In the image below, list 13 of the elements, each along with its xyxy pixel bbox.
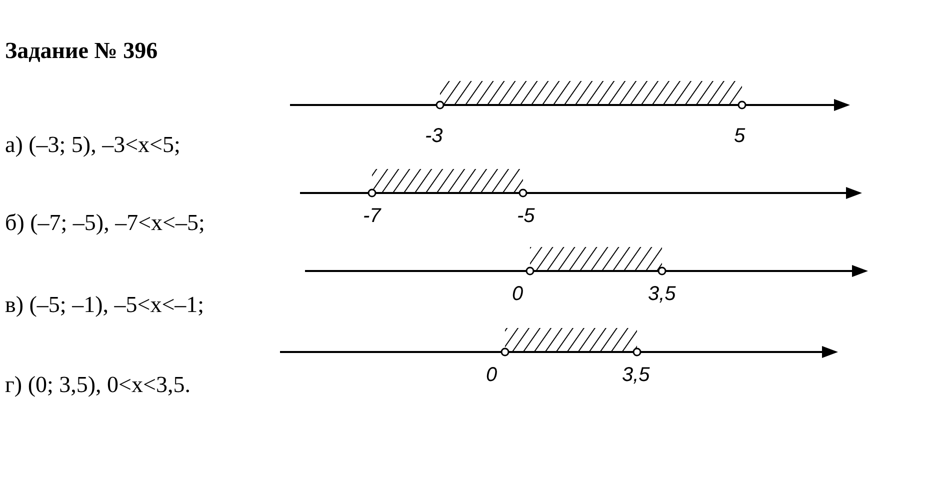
answer-line: а) (–3; 5), –3<x<5; xyxy=(5,132,180,158)
tick-label: 3,5 xyxy=(648,283,676,306)
tick-label: -5 xyxy=(517,205,535,228)
tick-label: -3 xyxy=(425,125,443,148)
answer-line: г) (0; 3,5), 0<x<3,5. xyxy=(5,372,190,398)
tick-label: 5 xyxy=(734,125,746,148)
tick-label: 3,5 xyxy=(622,364,650,387)
tick-label: -7 xyxy=(363,205,381,228)
answer-line: б) (–7; –5), –7<x<–5; xyxy=(5,210,205,236)
answer-line: в) (–5; –1), –5<x<–1; xyxy=(5,292,204,318)
task-heading: Задание № 396 xyxy=(5,38,158,64)
tick-label: 0 xyxy=(486,364,498,387)
tick-label: 0 xyxy=(512,283,524,306)
